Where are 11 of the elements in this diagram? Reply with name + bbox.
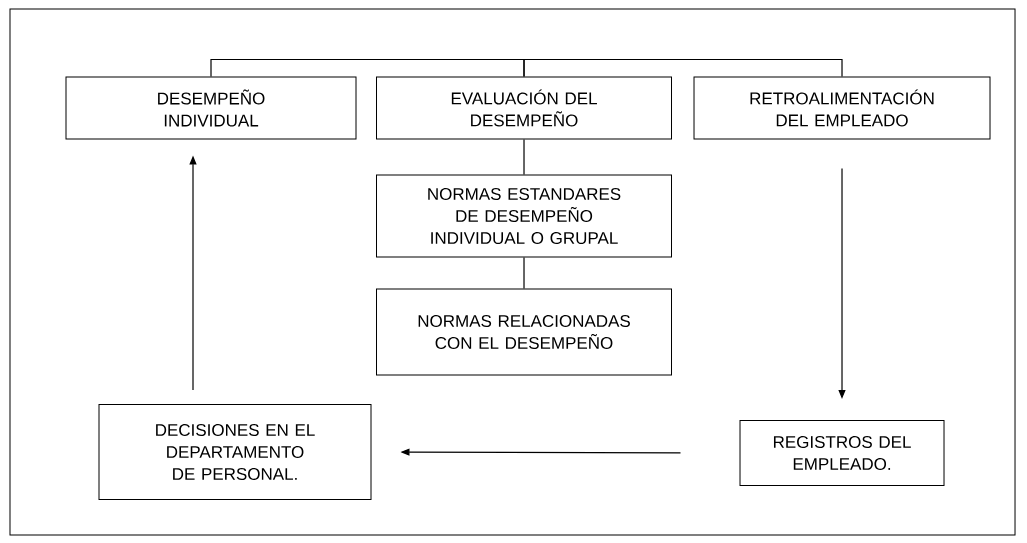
process-box: DESEMPEÑO INDIVIDUAL: [65, 76, 357, 140]
process-box: DECISIONES EN EL DEPARTAMENTO DE PERSONAL.: [98, 404, 372, 500]
connector-line: [523, 138, 525, 176]
connector-line: [523, 256, 525, 290]
connector-line: [210, 58, 525, 78]
connector-line: [523, 58, 843, 78]
process-box: REGISTROS DEL EMPLEADO.: [739, 420, 945, 486]
process-box: RETROALIMENTACIÓN DEL EMPLEADO: [693, 76, 991, 140]
process-box: NORMAS ESTANDARES DE DESEMPEÑO INDIVIDUAL O GRUPAL: [376, 174, 672, 258]
process-box: NORMAS RELACIONADAS CON EL DESEMPEÑO: [376, 288, 672, 376]
process-box: EVALUACIÓN DEL DESEMPEÑO: [376, 76, 672, 140]
